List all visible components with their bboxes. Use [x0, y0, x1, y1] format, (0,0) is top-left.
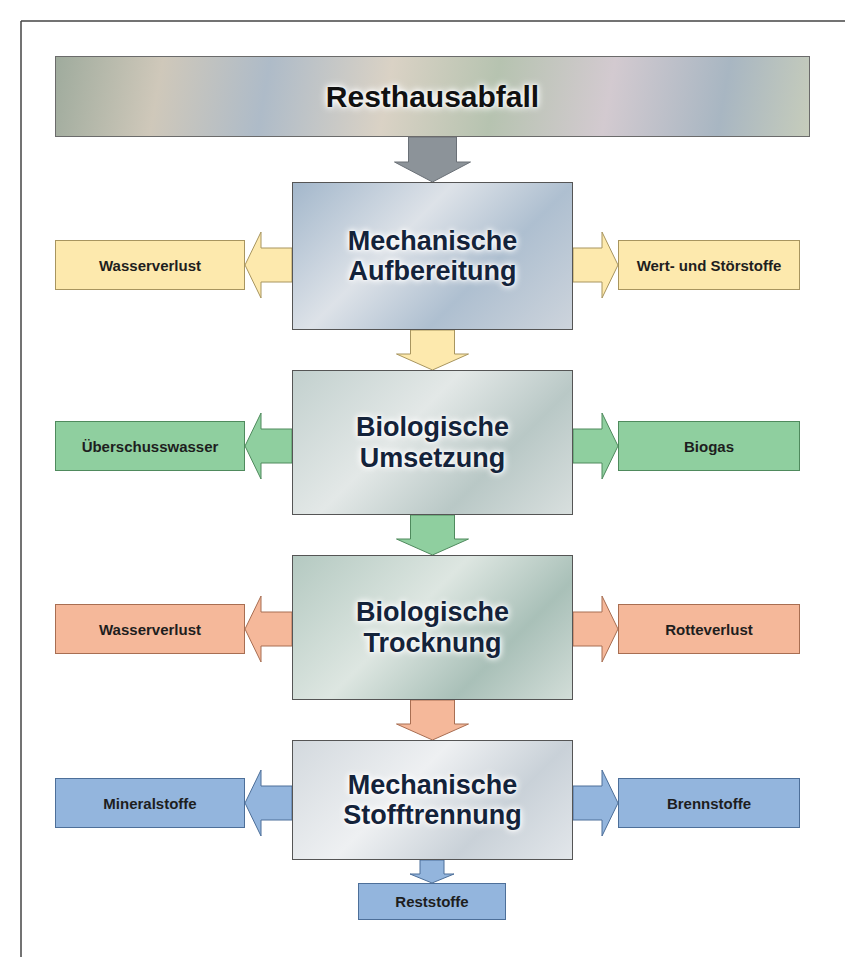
process-box: Mechanische Stofftrennung [292, 740, 573, 860]
block-arrow [573, 413, 618, 479]
output-box: Wasserverlust [55, 240, 245, 290]
frame-line [21, 20, 845, 22]
node-label: Mechanische Aufbereitung [293, 226, 572, 286]
node-label: Überschusswasser [82, 438, 219, 455]
process-box: Mechanische Aufbereitung [292, 182, 573, 330]
output-box: Reststoffe [358, 883, 506, 920]
node-label: Wert- und Störstoffe [637, 257, 782, 274]
output-box: Mineralstoffe [55, 778, 245, 828]
block-arrow [397, 330, 469, 370]
block-arrow [397, 515, 469, 555]
node-label: Biologische Umsetzung [293, 412, 572, 472]
node-label: Biologische Trocknung [293, 597, 572, 657]
node-label: Mechanische Stofftrennung [293, 770, 572, 830]
node-label: Mineralstoffe [103, 795, 196, 812]
output-box: Biogas [618, 421, 800, 471]
block-arrow [573, 596, 618, 662]
process-box: Biologische Umsetzung [292, 370, 573, 515]
output-box: Wert- und Störstoffe [618, 240, 800, 290]
block-arrow [410, 860, 454, 883]
output-box: Wasserverlust [55, 604, 245, 654]
node-label: Brennstoffe [667, 795, 751, 812]
node-label: Rotteverlust [665, 621, 753, 638]
node-label: Reststoffe [395, 893, 468, 910]
output-box: Überschusswasser [55, 421, 245, 471]
node-label: Wasserverlust [99, 621, 201, 638]
process-box: Biologische Trocknung [292, 555, 573, 700]
block-arrow [395, 137, 471, 182]
output-box: Brennstoffe [618, 778, 800, 828]
block-arrow [397, 700, 469, 740]
input-banner: Resthausabfall [55, 56, 810, 137]
block-arrow [245, 596, 292, 662]
node-label: Resthausabfall [326, 80, 539, 114]
block-arrow [245, 232, 292, 298]
block-arrow [245, 770, 292, 836]
frame-line [20, 21, 22, 957]
block-arrow [245, 413, 292, 479]
node-label: Wasserverlust [99, 257, 201, 274]
block-arrow [573, 770, 618, 836]
output-box: Rotteverlust [618, 604, 800, 654]
block-arrow [573, 232, 618, 298]
node-label: Biogas [684, 438, 734, 455]
